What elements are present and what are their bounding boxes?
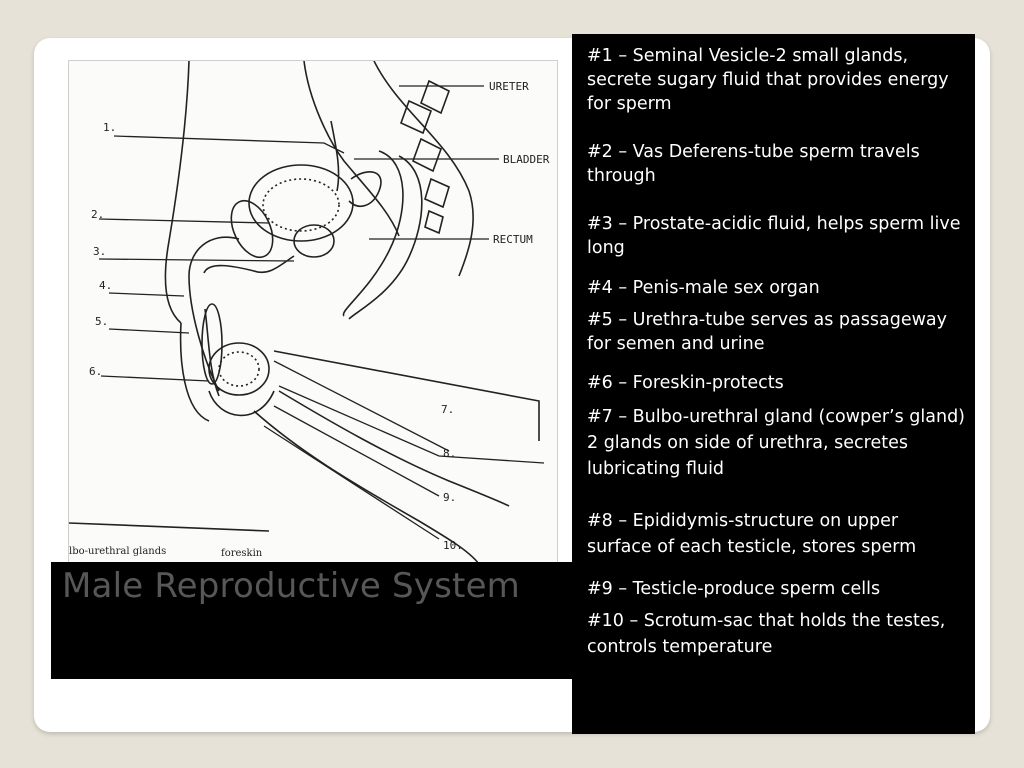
label-number-2: 2. [91,208,104,221]
label-number-10: 10. [443,539,463,552]
label-bulbo-urethral-glands: lbo-urethral glands [69,546,166,557]
description-item-3: #3 – Prostate-acidic fluid, helps sperm … [587,214,961,258]
label-ureter: URETER [489,80,529,93]
description-item-10: #10 – Scrotum-sac that holds the testes,… [587,611,946,657]
description-item-5: #5 – Urethra-tube serves as passageway f… [587,310,947,354]
label-number-4: 4. [99,279,112,292]
label-number-5: 5. [95,315,108,328]
label-number-9: 9. [443,491,456,504]
reproductive-diagram: URETER BLADDER RECTUM 1. 2. 3. 4. 5. 6. … [68,60,558,565]
label-number-6: 6. [89,365,102,378]
description-item-8: #8 – Epididymis-structure on upper surfa… [587,511,917,557]
description-item-9: #9 – Testicle-produce sperm cells [587,579,881,599]
description-item-1: #1 – Seminal Vesicle-2 small glands, sec… [587,46,949,114]
description-item-7: #7 – Bulbo-urethral gland (cowper’s glan… [587,407,966,479]
label-bladder: BLADDER [503,153,550,166]
description-panel [572,34,975,734]
description-item-6: #6 – Foreskin-protects [587,373,784,393]
diagram-drawing: URETER BLADDER RECTUM 1. 2. 3. 4. 5. 6. … [69,61,550,564]
description-item-4: #4 – Penis-male sex organ [587,278,820,298]
label-number-7: 7. [441,403,454,416]
description-item-2: #2 – Vas Deferens-tube sperm travels thr… [587,142,920,186]
slide-title: Male Reproductive System [62,566,521,606]
label-number-1: 1. [103,121,116,134]
title-band [51,562,573,679]
label-number-8: 8. [443,447,456,460]
label-rectum: RECTUM [493,233,533,246]
label-number-3: 3. [93,245,106,258]
label-foreskin: foreskin [221,548,263,559]
